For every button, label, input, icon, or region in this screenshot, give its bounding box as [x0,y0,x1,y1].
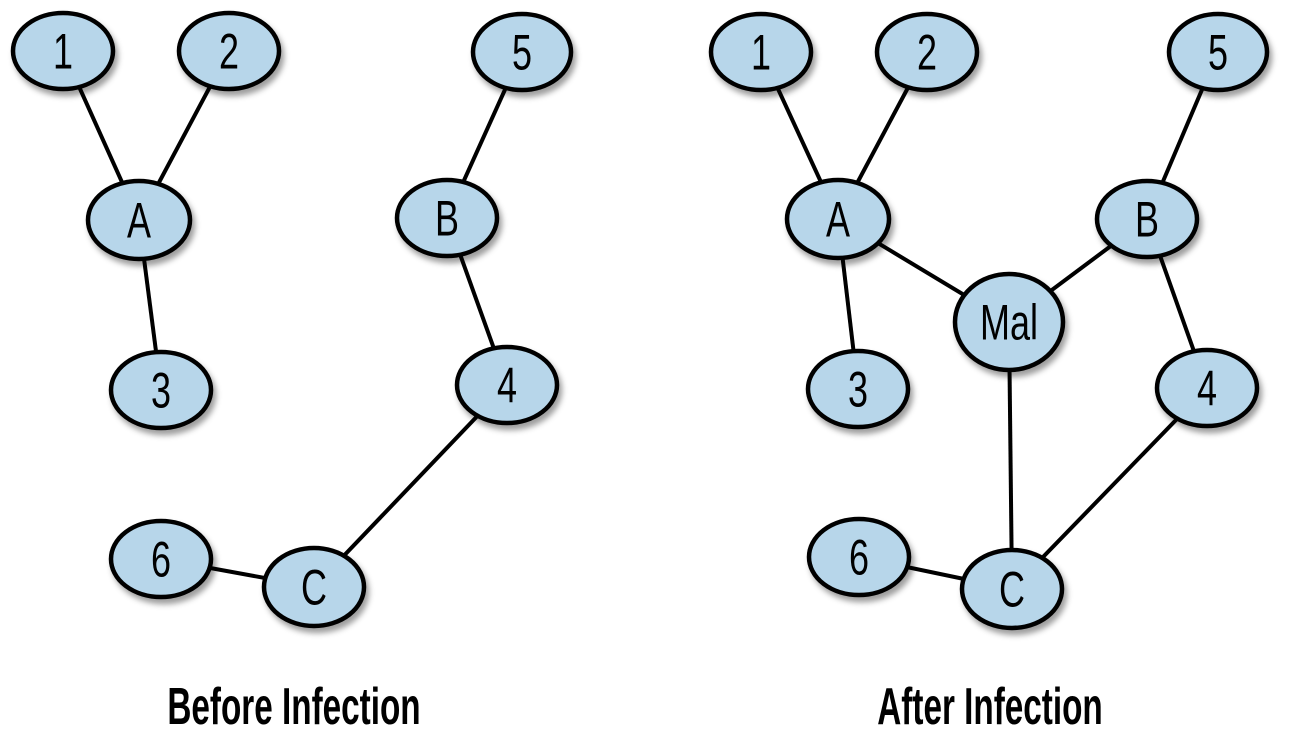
node-B: B [394,177,500,259]
before-edges-layer [61,50,524,589]
node-shape-6 [108,518,214,600]
node-A: A [85,178,193,262]
node-1: 1 [10,10,116,92]
node-shape-C [959,547,1065,631]
node-shape-1 [10,10,116,92]
node-2: 2 [874,11,980,93]
after-infection-graph: 1 2 5A B Mal 3 4 6C After Infection [708,11,1270,736]
node-label-3: 3 [151,364,171,419]
node-shape-C [261,545,367,629]
node-shape-1 [708,11,814,93]
node-B: B [1094,178,1200,260]
node-label-3: 3 [848,363,868,418]
node-shape-A [85,178,193,262]
before-infection-graph: 1 2 5A B 3 4 6C Before Infection [10,10,574,736]
node-4: 4 [1154,347,1260,429]
node-label-5: 5 [512,26,532,81]
node-3: 3 [108,349,214,431]
node-label-A: A [127,194,151,249]
node-label-5: 5 [1208,26,1228,81]
edge-4-C [1010,386,1209,591]
node-6: 6 [108,518,214,600]
node-shape-6 [806,516,912,598]
node-shape-3 [108,349,214,431]
node-label-1: 1 [53,25,73,80]
node-label-A: A [826,193,850,248]
node-C: C [959,547,1065,631]
node-shape-2 [874,11,980,93]
node-shape-B [394,177,500,259]
before-nodes-layer: 1 2 5A B 3 4 6C [10,10,574,629]
node-label-2: 2 [917,26,937,81]
node-3: 3 [805,348,911,430]
edge-4-C [312,383,509,589]
node-1: 1 [708,11,814,93]
node-shape-4 [1154,347,1260,429]
node-2: 2 [176,10,282,92]
after-infection-caption: After Infection [877,678,1102,736]
node-shape-B [1094,178,1200,260]
node-label-B: B [1135,193,1159,248]
node-label-C: C [999,563,1025,618]
node-A: A [784,177,892,261]
node-5: 5 [470,11,574,93]
node-C: C [261,545,367,629]
node-Mal: Mal [952,271,1066,373]
after-nodes-layer: 1 2 5A B Mal 3 4 6C [708,11,1270,631]
node-4: 4 [454,344,560,426]
node-label-1: 1 [751,26,771,81]
node-label-C: C [301,561,327,616]
node-shape-5 [1166,11,1270,93]
node-shape-2 [176,10,282,92]
node-label-2: 2 [219,25,239,80]
node-shape-4 [454,344,560,426]
node-label-6: 6 [849,531,869,586]
node-label-4: 4 [1197,362,1217,417]
node-label-Mal: Mal [980,296,1038,351]
node-6: 6 [806,516,912,598]
node-label-B: B [435,192,459,247]
node-shape-Mal [952,271,1066,373]
node-label-4: 4 [497,359,517,414]
node-5: 5 [1166,11,1270,93]
node-shape-3 [805,348,911,430]
node-label-6: 6 [151,533,171,588]
node-shape-5 [470,11,574,93]
before-infection-caption: Before Infection [167,678,420,736]
node-shape-A [784,177,892,261]
